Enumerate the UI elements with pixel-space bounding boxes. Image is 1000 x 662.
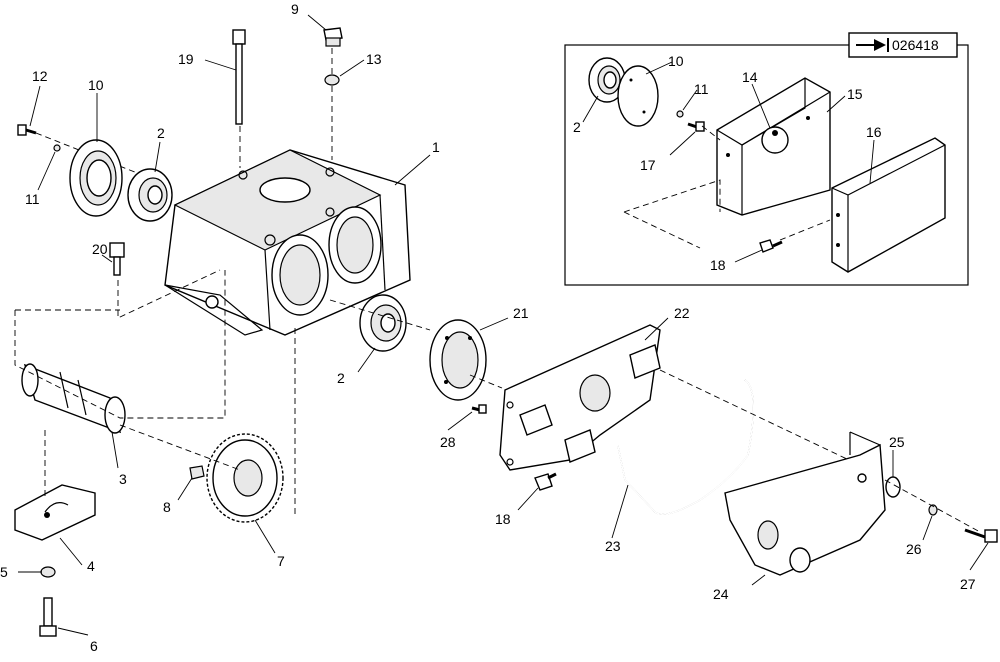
- part-long-screw: [232, 29, 246, 125]
- callout-18: 18: [495, 511, 511, 527]
- callout-18-inset: 18: [710, 257, 726, 273]
- callout-10-left: 10: [88, 77, 104, 93]
- leader-lines: [18, 14, 989, 636]
- part-hex-bolt: [39, 597, 57, 637]
- callout-5: 5: [0, 564, 8, 580]
- callout-6: 6: [90, 638, 98, 654]
- part-gear: [206, 433, 284, 523]
- callout-3: 3: [119, 471, 127, 487]
- part-bearing-left: [127, 168, 173, 222]
- part-bracket: [716, 77, 831, 216]
- callout-21: 21: [513, 305, 529, 321]
- callout-14: 14: [742, 69, 758, 85]
- callout-24: 24: [713, 586, 729, 602]
- callout-26: 26: [906, 541, 922, 557]
- callout-1: 1: [432, 139, 440, 155]
- callout-2-center-bearing: 2: [337, 370, 345, 386]
- reference-code: 026418: [892, 37, 939, 53]
- part-nut: [40, 566, 56, 578]
- part-screw-28: [471, 404, 487, 414]
- part-shaft: [21, 363, 126, 434]
- callout-12: 12: [32, 68, 48, 84]
- part-seal-cover: [69, 139, 123, 217]
- callout-17: 17: [640, 157, 656, 173]
- part-cover-plate: [831, 137, 946, 273]
- callout-28: 28: [440, 434, 456, 450]
- callout-11-inset: 11: [694, 81, 709, 97]
- callout-9: 9: [291, 1, 299, 17]
- callout-4: 4: [87, 558, 95, 574]
- part-flange-bolt-inset: [759, 239, 783, 253]
- callout-2-inset-bearing: 2: [573, 119, 581, 135]
- part-bearing-center: [359, 294, 407, 352]
- part-flange-bolt: [534, 472, 557, 491]
- callout-2-left-bearing: 2: [157, 125, 165, 141]
- callout-7: 7: [277, 553, 285, 569]
- part-cap-screw: [109, 242, 125, 276]
- callout-10-inset: 10: [668, 53, 684, 69]
- part-lock-washer: [928, 504, 938, 516]
- callout-22: 22: [674, 305, 690, 321]
- callout-19: 19: [178, 51, 194, 67]
- part-key: [189, 465, 205, 480]
- part-washer-13: [324, 74, 340, 86]
- part-wire-guard: [617, 379, 755, 515]
- part-washer-inset: [676, 110, 684, 118]
- part-bearing-inset: [588, 57, 626, 103]
- reference-arrow-icon: [856, 38, 889, 52]
- callout-13: 13: [366, 51, 382, 67]
- callout-23: 23: [605, 538, 621, 554]
- callout-labels: 1 2 2 2 3 4 5 6 7 8 9 10 10 11 11 12 13 …: [0, 1, 976, 654]
- part-gear-housing: [164, 149, 411, 336]
- part-seal-cover-21: [429, 319, 487, 401]
- callout-16: 16: [866, 124, 882, 140]
- part-clamp-block: [14, 484, 96, 541]
- part-screw-27: [964, 528, 998, 543]
- part-mounting-plate: [499, 324, 661, 471]
- part-screw-inset: [687, 121, 705, 132]
- part-guard-cover: [724, 431, 886, 576]
- part-small-screw: [17, 124, 37, 136]
- callout-20: 20: [92, 241, 108, 257]
- callout-27: 27: [960, 576, 976, 592]
- part-plug: [323, 27, 343, 47]
- detail-inset: 026418: [564, 32, 969, 286]
- part-washer-11: [53, 144, 61, 152]
- callout-25: 25: [889, 434, 905, 450]
- part-seal-cover-inset: [617, 65, 659, 127]
- callout-15: 15: [847, 86, 863, 102]
- callout-8: 8: [163, 499, 171, 515]
- callout-11-left: 11: [25, 191, 40, 207]
